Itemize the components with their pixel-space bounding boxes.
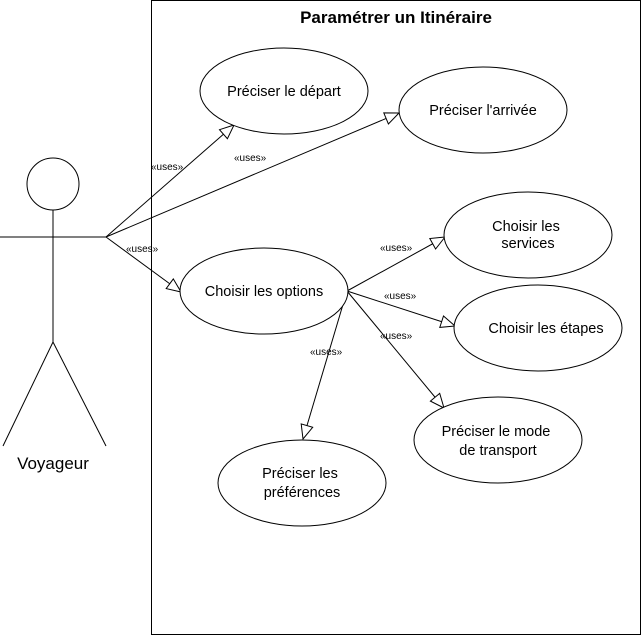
svg-text:Choisir les services: Choisir les services [492,219,564,252]
svg-text:Préciser le départ: Préciser le départ [227,84,341,100]
use-case-label: Choisir les étapes [488,321,603,337]
svg-text:Préciser les préférences: Préciser les préférences [262,466,342,501]
actor-left-leg [2,341,54,447]
uses-label-options-mode: «uses» [380,331,413,342]
use-case-label: de transport [459,443,536,459]
edge-options-etapes [346,290,456,327]
edge-options-services [346,236,446,292]
edge-options-mode-arrowhead [429,392,445,409]
use-case-preciser-mode[interactable]: Préciser le mode de transport [413,396,583,484]
actor-voyageur[interactable]: Voyageur [0,157,107,473]
svg-text:Choisir les étapes: Choisir les étapes [488,321,603,337]
edge-actor-depart [105,124,235,238]
edge-actor-options [105,236,182,293]
edge-options-preferences-arrowhead [300,423,314,441]
use-case-label: Choisir les [492,219,560,235]
use-case-preciser-depart[interactable]: Préciser le départ [199,47,369,135]
use-case-label: Préciser l'arrivée [429,103,537,119]
svg-text:Choisir les options: Choisir les options [205,284,323,300]
edge-options-preferences [302,290,348,440]
svg-text:Préciser le mode de tran: Préciser le mode de transport [442,424,555,459]
actor-label: Voyageur [17,454,89,473]
edge-actor-arrivee [105,112,400,238]
relations [105,112,457,441]
use-case-preciser-preferences[interactable]: Préciser les préférences [217,439,387,527]
use-case-label: Préciser le mode [442,424,551,440]
uses-label-options-services: «uses» [380,243,413,254]
use-case-preciser-arrivee[interactable]: Préciser l'arrivée [398,66,568,154]
use-case-label: préférences [264,485,341,501]
uses-label-actor-arrivee: «uses» [234,153,267,164]
edge-actor-options-arrowhead [165,277,183,293]
use-case-label: services [501,236,554,252]
use-case-label: Préciser le départ [227,84,341,100]
use-case-label: Préciser les [262,466,338,482]
svg-text:Préciser l'arrivée: Préciser l'arrivée [429,103,537,119]
uses-label-actor-options: «uses» [126,244,159,255]
use-case-choisir-etapes[interactable]: Choisir les étapes [453,284,623,372]
system-boundary [151,0,641,635]
uses-label-options-etapes: «uses» [384,291,417,302]
edge-options-etapes-arrowhead [439,315,457,328]
edge-actor-depart-arrowhead [218,124,235,140]
system-title: Paramétrer un Itinéraire [300,8,492,27]
actor-right-leg [52,341,107,447]
uses-label-actor-depart: «uses» [151,162,184,173]
edge-options-mode [346,290,445,409]
use-case-choisir-services[interactable]: Choisir les services [443,191,613,279]
use-case-choisir-options[interactable]: Choisir les options [179,247,349,335]
edge-options-services-arrowhead [428,236,447,250]
uses-label-options-preferences: «uses» [310,347,343,358]
actor-head [26,157,80,211]
edge-actor-arrivee-arrowhead [383,112,401,125]
use-case-label: Choisir les options [205,284,323,300]
